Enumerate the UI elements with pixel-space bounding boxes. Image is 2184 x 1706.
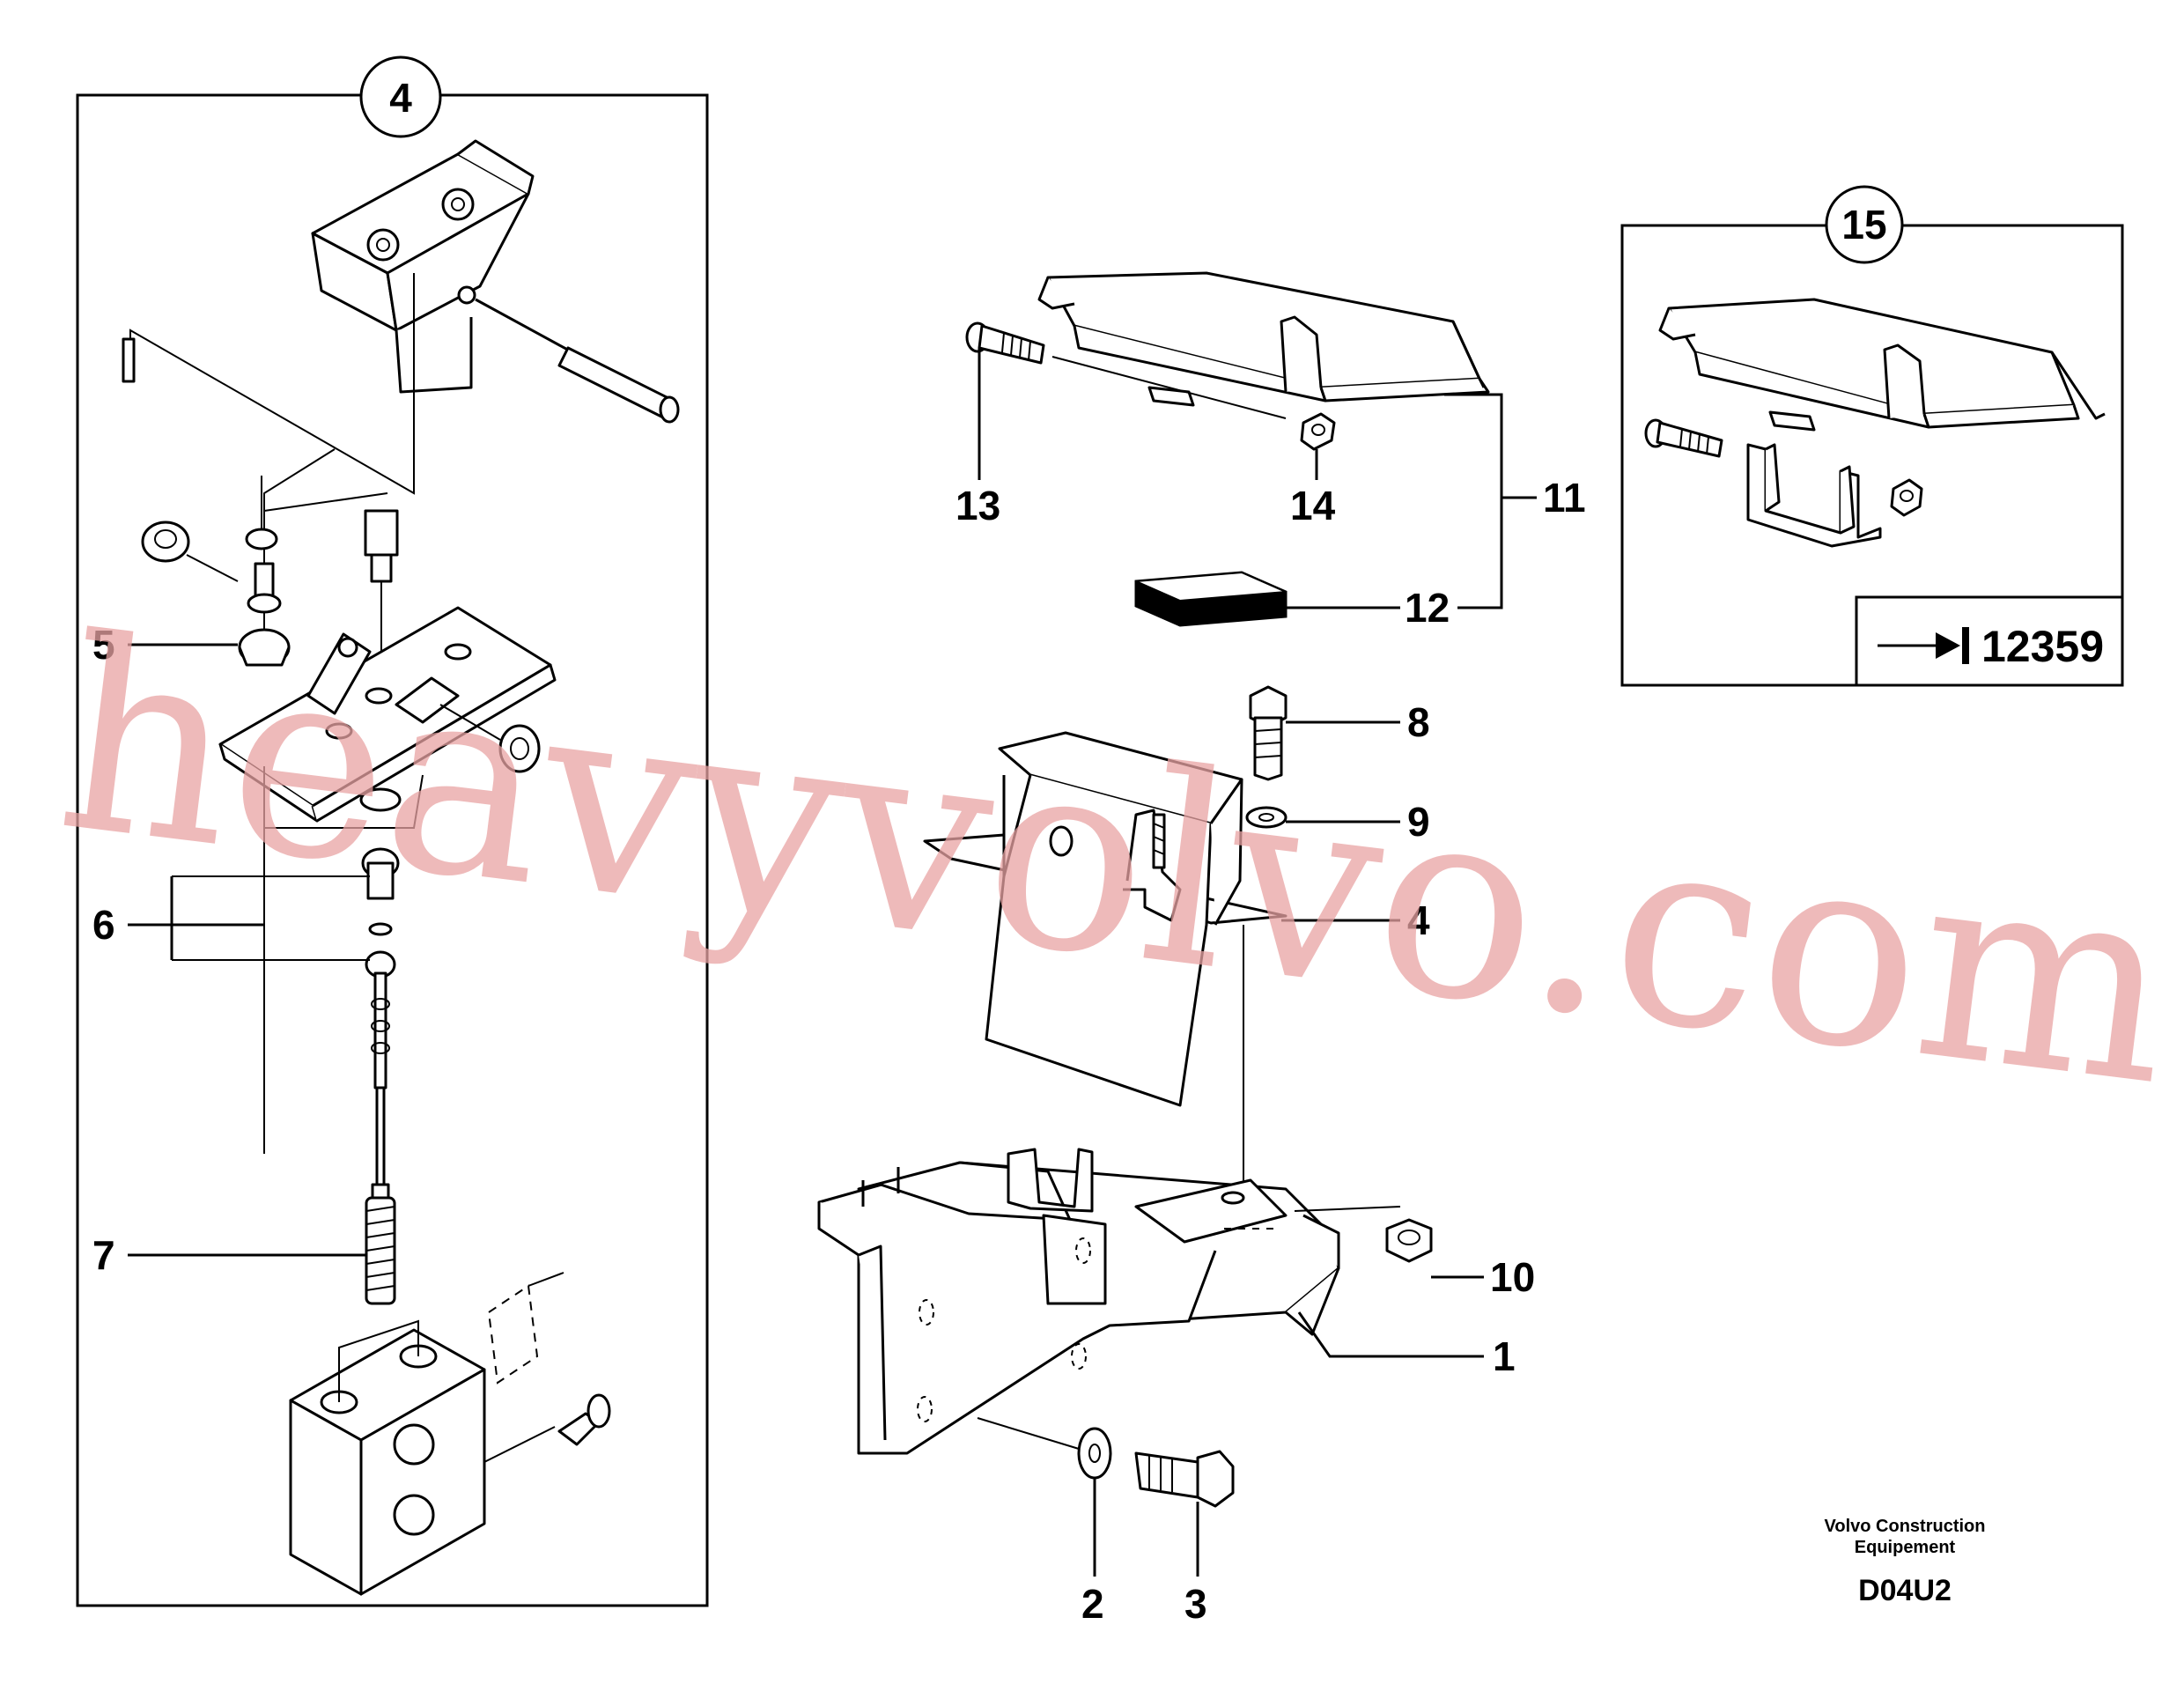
bolt-8 [1249, 685, 1400, 781]
label-13: 13 [956, 483, 1000, 528]
detail-15-callout-number: 15 [1841, 202, 1886, 247]
nut-14 [1300, 412, 1336, 480]
detail-4-callout-number: 4 [389, 75, 412, 121]
detail-4-callout-circle [359, 55, 442, 138]
company-name-line1: Volvo Construction [1825, 1517, 1986, 1536]
cover-assembly: 13 14 11 12 [956, 271, 1586, 631]
label-2: 2 [1081, 1581, 1104, 1627]
company-name-line2: Equipement [1855, 1538, 1956, 1557]
pilot-valve-bracket [311, 139, 535, 394]
return-spring [365, 1196, 396, 1305]
label-9: 9 [1407, 799, 1430, 845]
reference-box [1855, 595, 2124, 687]
detail-15-frame [1620, 224, 2124, 687]
label-8: 8 [1407, 699, 1430, 745]
label-6: 6 [92, 902, 115, 948]
clip-dashed [487, 1272, 564, 1385]
lever-plate [218, 606, 557, 829]
small-nut [245, 476, 278, 550]
label-7: 7 [92, 1232, 115, 1278]
label-3: 3 [1184, 1581, 1207, 1627]
lever-bushing [439, 704, 541, 773]
nut-10 [1385, 1218, 1484, 1279]
clip-bracket-variant [1746, 443, 1882, 548]
washer-2 [977, 1417, 1112, 1577]
label-12: 12 [1405, 585, 1450, 631]
countersunk-screw [557, 1393, 611, 1446]
label-10: 10 [1490, 1254, 1535, 1300]
label-14: 14 [1290, 483, 1336, 528]
cover-variant [1658, 298, 2106, 432]
label-1: 1 [1493, 1333, 1516, 1379]
leader-6 [128, 876, 264, 960]
bolt-variant [1644, 418, 1723, 458]
washer-9 [1245, 806, 1400, 829]
label-11: 11 [1543, 475, 1586, 521]
foam-pad-12 [1134, 571, 1400, 627]
drawing-code: D04U2 [1858, 1574, 1952, 1607]
pedal-valve-assembly: 8 9 4 [817, 685, 1535, 1627]
reference-arrow-icon [1878, 627, 1969, 664]
detail-15-group: 15 12359 [1620, 185, 2124, 687]
detail-4-group: 4 [76, 55, 709, 1607]
rubber-stop [238, 628, 291, 667]
base-bracket-1 [817, 1148, 1484, 1455]
label-4: 4 [1407, 897, 1430, 943]
bolt-13 [965, 321, 1045, 480]
set-screw [122, 337, 136, 383]
bolt-3 [1134, 1450, 1235, 1577]
plunger-assembly [171, 787, 402, 1230]
adjusting-screw [247, 562, 282, 614]
label-5: 5 [92, 622, 115, 668]
bushing [141, 521, 239, 582]
pivot-pin [475, 298, 680, 424]
nut-variant [1890, 478, 1923, 517]
valve-body-block [289, 1319, 556, 1596]
leader-11 [1444, 393, 1537, 609]
detail-15-callout-circle [1825, 185, 1904, 264]
reference-number: 12359 [1981, 622, 2104, 671]
